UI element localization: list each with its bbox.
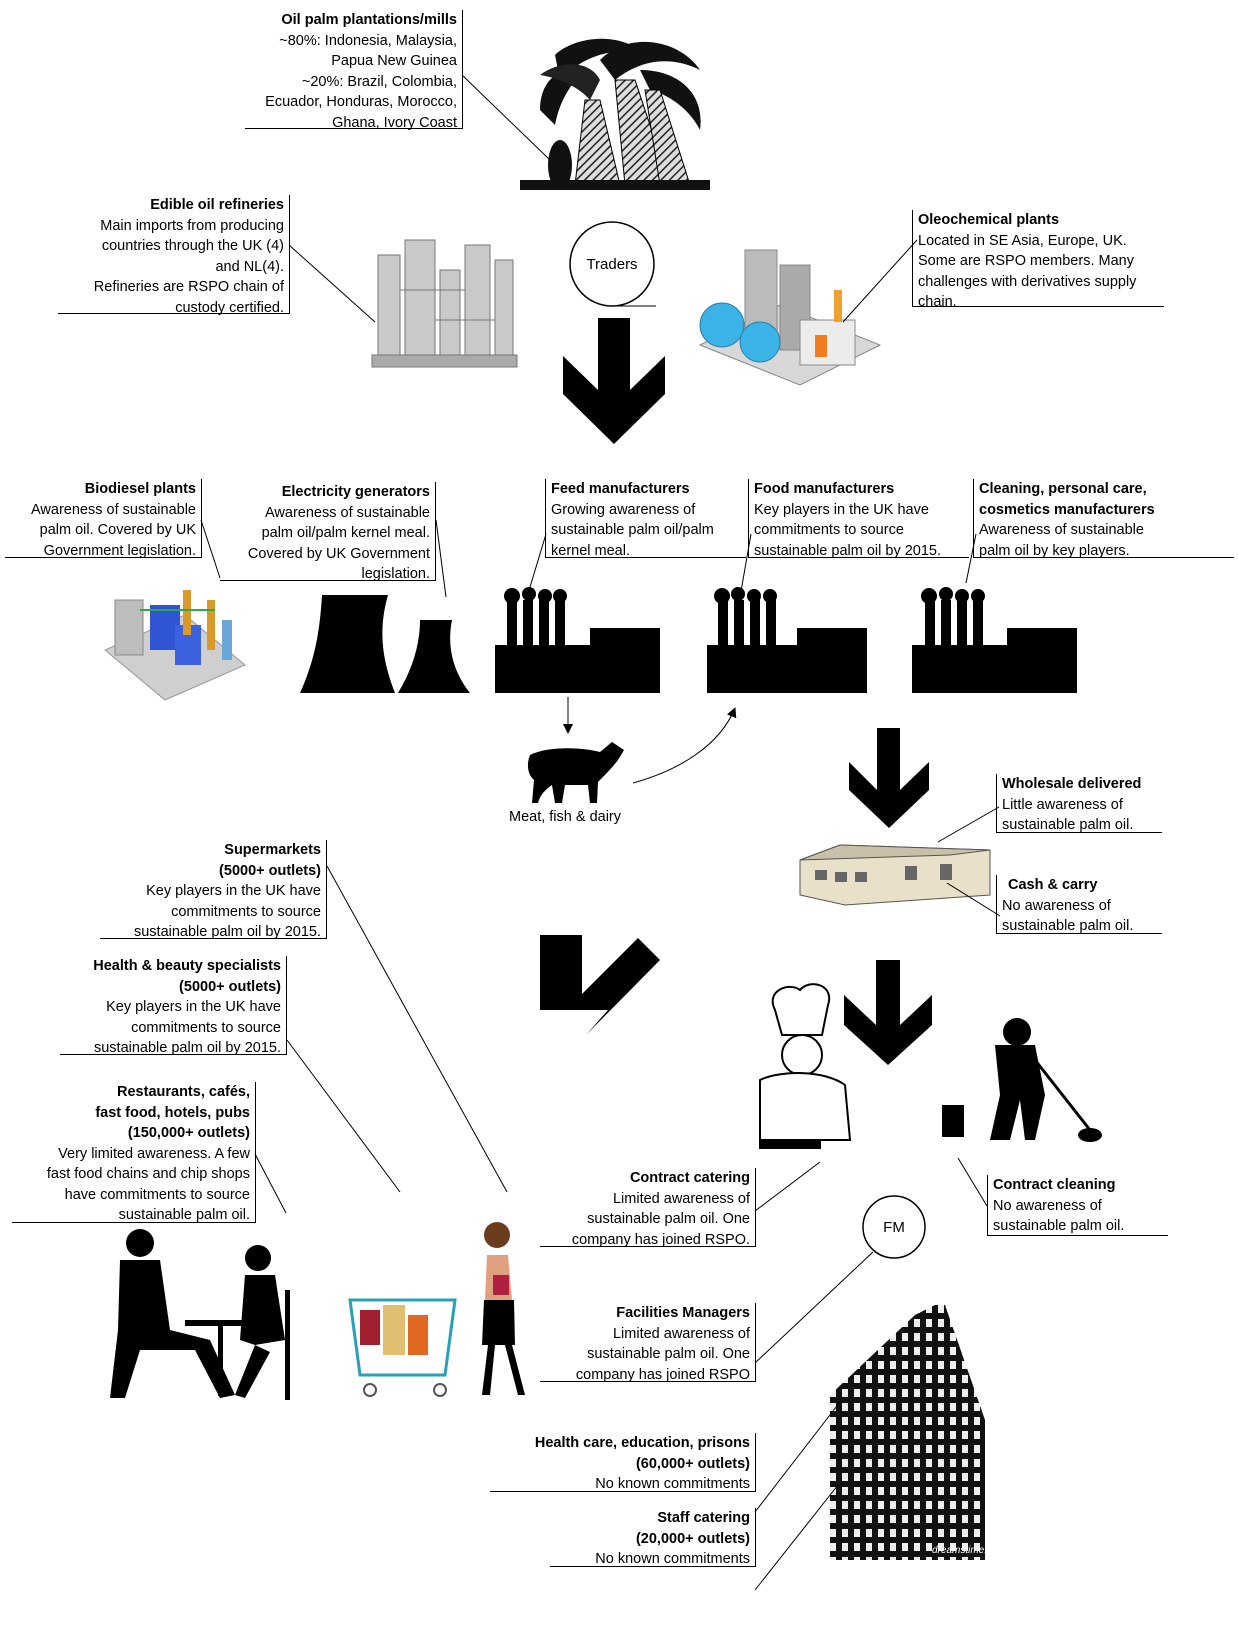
feed-title: Feed manufacturers — [551, 481, 690, 497]
food-title: Food manufacturers — [754, 481, 895, 497]
cashcarry-body: No awareness of sustainable palm oil. — [1002, 897, 1134, 935]
palm-tree-image — [520, 38, 710, 190]
watermark-text: dreamstime.com — [932, 1545, 1006, 1556]
wholesale-title: Wholesale delivered — [1002, 776, 1142, 792]
fm-circle: FM — [862, 1195, 926, 1259]
wholesale-callout: Wholesale delivered Little awareness of … — [996, 774, 1162, 833]
livestock-to-food-arrow — [632, 707, 737, 784]
food-body: Key players in the UK have commitments t… — [754, 501, 942, 559]
electricity-title: Electricity generators — [281, 484, 430, 500]
refineries-callout: Edible oil refineries Main imports from … — [58, 195, 290, 316]
food-factory-icon — [707, 587, 867, 693]
cleaning-factory-icon — [912, 587, 1077, 693]
down-arrow-icon — [844, 960, 932, 1065]
oleochemical-callout: Oleochemical plants Located in SE Asia, … — [912, 210, 1164, 310]
biodiesel-callout: Biodiesel plants Awareness of sustainabl… — [5, 479, 202, 559]
facilities-body: Limited awareness of sustainable palm oi… — [575, 1325, 750, 1383]
oleochemical-title: Oleochemical plants — [918, 212, 1060, 228]
facilities-title: Facilities Managers — [616, 1305, 750, 1321]
refineries-body: Main imports from producing countries th… — [93, 217, 284, 316]
staff-catering-body: No known commitments — [595, 1551, 750, 1567]
restaurants-body: Very limited awareness. A few fast food … — [46, 1145, 250, 1224]
refineries-title: Edible oil refineries — [150, 197, 284, 213]
warehouse-image — [799, 844, 991, 906]
chef-image — [759, 983, 852, 1149]
healthcare-title: Health care, education, prisons (60,000+… — [534, 1435, 750, 1472]
cashcarry-callout: Cash & carry No awareness of sustainable… — [996, 875, 1162, 934]
plantations-callout: Oil palm plantations/mills ~80%: Indones… — [245, 10, 463, 131]
staff-catering-callout: Staff catering (20,000+ outlets) No know… — [550, 1508, 756, 1567]
supermarkets-callout: Supermarkets (5000+ outlets) Key players… — [100, 840, 327, 940]
traders-circle: Traders — [569, 221, 656, 307]
refinery-image — [371, 239, 518, 368]
traders-label: Traders — [586, 256, 637, 273]
cleaner-icon — [942, 1018, 1102, 1142]
down-arrow-icon — [849, 728, 929, 828]
cooling-towers-image — [300, 595, 470, 693]
cleaning-title: Cleaning, personal care, cosmetics manuf… — [979, 481, 1155, 518]
shopper-image — [348, 1222, 525, 1397]
staff-catering-title: Staff catering (20,000+ outlets) — [635, 1510, 750, 1547]
contract-catering-body: Limited awareness of sustainable palm oi… — [571, 1190, 750, 1248]
down-arrow-icon — [563, 318, 665, 444]
biodiesel-plant-image — [104, 590, 246, 701]
supermarkets-title: Supermarkets (5000+ outlets) — [219, 842, 321, 879]
plantations-title: Oil palm plantations/mills — [281, 12, 457, 28]
cleaning-callout: Cleaning, personal care, cosmetics manuf… — [973, 479, 1234, 558]
fm-label: FM — [883, 1219, 905, 1236]
electricity-callout: Electricity generators Awareness of sust… — [220, 482, 436, 582]
restaurants-callout: Restaurants, cafés, fast food, hotels, p… — [12, 1082, 256, 1223]
healthbeauty-callout: Health & beauty specialists (5000+ outle… — [60, 956, 287, 1056]
contract-catering-callout: Contract catering Limited awareness of s… — [540, 1168, 756, 1248]
healthbeauty-title: Health & beauty specialists (5000+ outle… — [93, 958, 281, 995]
meat-fish-dairy-label: Meat, fish & dairy — [509, 809, 622, 825]
cafe-couple-icon — [110, 1229, 290, 1400]
biodiesel-body: Awareness of sustainable palm oil. Cover… — [31, 501, 196, 559]
contract-cleaning-title: Contract cleaning — [993, 1177, 1116, 1193]
office-building-image: dreamstime.com — [830, 1305, 1006, 1560]
healthcare-body: No known commitments — [595, 1476, 750, 1492]
contract-catering-title: Contract catering — [629, 1170, 750, 1186]
leader-lines — [200, 74, 1001, 1591]
restaurants-title: Restaurants, cafés, fast food, hotels, p… — [95, 1084, 250, 1141]
cow-icon — [527, 742, 624, 803]
feed-callout: Feed manufacturers Growing awareness of … — [545, 479, 746, 559]
healthcare-callout: Health care, education, prisons (60,000+… — [490, 1433, 756, 1492]
oleochemical-body: Located in SE Asia, Europe, UK. Some are… — [918, 232, 1137, 311]
feed-factory-icon — [495, 587, 660, 693]
diagonal-arrow-icon — [540, 935, 660, 1035]
supermarkets-body: Key players in the UK have commitments t… — [133, 883, 321, 940]
facilities-callout: Facilities Managers Limited awareness of… — [540, 1303, 756, 1383]
cashcarry-title: Cash & carry — [1008, 877, 1098, 893]
plantations-body: ~80%: Indonesia, Malaysia, Papua New Gui… — [265, 32, 457, 131]
biodiesel-title: Biodiesel plants — [84, 481, 196, 497]
contract-cleaning-callout: Contract cleaning No awareness of sustai… — [987, 1175, 1168, 1236]
electricity-body: Awareness of sustainable palm oil/palm k… — [247, 504, 430, 583]
cleaning-body: Awareness of sustainable palm oil by key… — [979, 522, 1144, 558]
feed-body: Growing awareness of sustainable palm oi… — [551, 501, 714, 559]
oleochemical-plant-image — [698, 249, 882, 386]
food-callout: Food manufacturers Key players in the UK… — [748, 479, 969, 559]
contract-cleaning-body: No awareness of sustainable palm oil. — [993, 1197, 1125, 1235]
healthbeauty-body: Key players in the UK have commitments t… — [93, 999, 281, 1056]
wholesale-body: Little awareness of sustainable palm oil… — [1002, 796, 1134, 834]
